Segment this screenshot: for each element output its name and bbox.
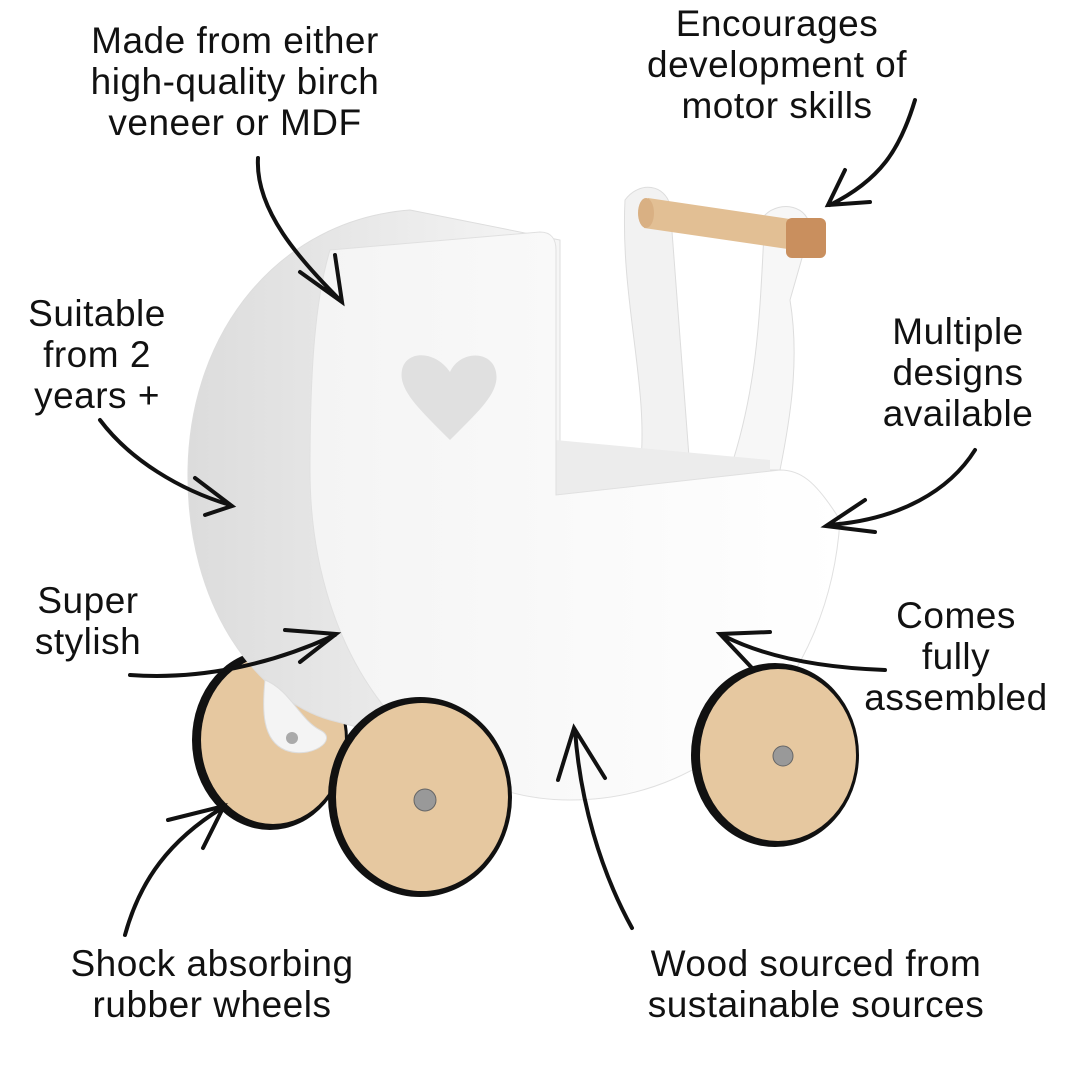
handle-right-arm (729, 206, 811, 471)
heart-cutout-icon (401, 355, 497, 440)
arrow-age (98, 418, 237, 517)
right-wheel (691, 663, 859, 847)
arrow-stylish (128, 628, 342, 678)
arrow-assembled (715, 630, 887, 672)
arrow-wood (556, 723, 634, 930)
wooden-handle-bar (638, 198, 826, 258)
arrow-wheels (123, 803, 228, 937)
handle-left-arm (623, 186, 691, 471)
arrow-motor (824, 98, 917, 208)
arrow-designs (820, 448, 977, 534)
front-left-wheel (328, 697, 512, 897)
arrow-material (255, 156, 345, 307)
annotation-arrows (98, 98, 977, 937)
